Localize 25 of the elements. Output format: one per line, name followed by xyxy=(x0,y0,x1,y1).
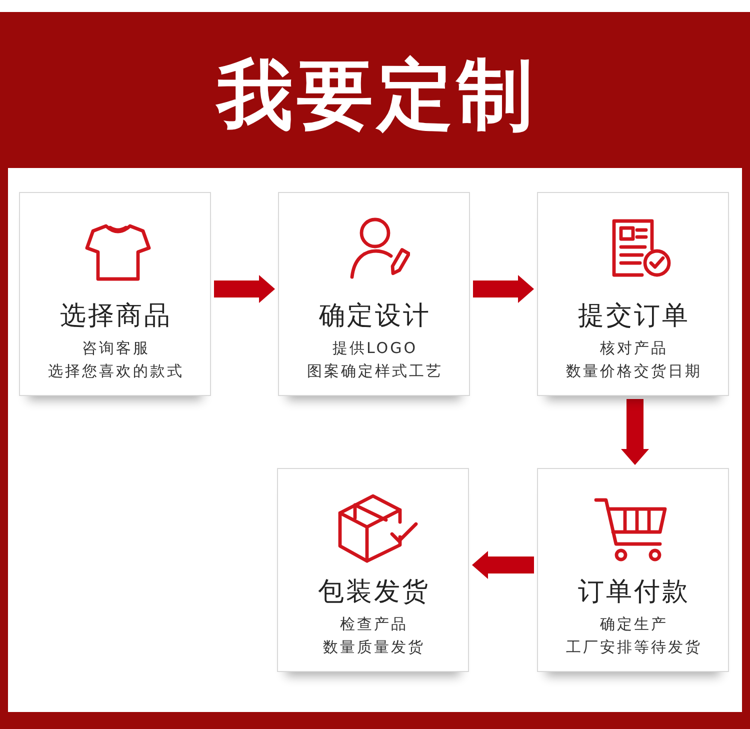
step-description: 数量价格交货日期 xyxy=(565,361,702,382)
step-description: 选择您喜欢的款式 xyxy=(47,361,184,382)
title: 我要定制 xyxy=(214,54,537,136)
step-card xyxy=(278,192,470,396)
step-title: 订单付款 xyxy=(577,576,690,608)
step-card xyxy=(19,192,211,396)
step-card xyxy=(277,468,469,672)
step-description: 检查产品 xyxy=(339,614,408,635)
step-description: 确定生产 xyxy=(599,614,668,635)
step-title: 确定设计 xyxy=(318,300,431,332)
step-title: 包装发货 xyxy=(317,576,430,608)
arrow xyxy=(472,551,534,579)
step-description: 工厂安排等待发货 xyxy=(565,637,702,658)
step-title: 选择商品 xyxy=(59,300,172,332)
step-description: 咨询客服 xyxy=(81,338,150,359)
arrow xyxy=(621,399,649,465)
step-description: 提供LOGO xyxy=(331,338,418,359)
step-card xyxy=(537,192,729,396)
step-card xyxy=(537,468,729,672)
arrow xyxy=(473,275,534,303)
step-description: 数量质量发货 xyxy=(322,637,425,658)
step-description: 图案确定样式工艺 xyxy=(306,361,443,382)
arrow xyxy=(214,275,275,303)
step-description: 核对产品 xyxy=(599,338,668,359)
step-title: 提交订单 xyxy=(577,300,690,332)
